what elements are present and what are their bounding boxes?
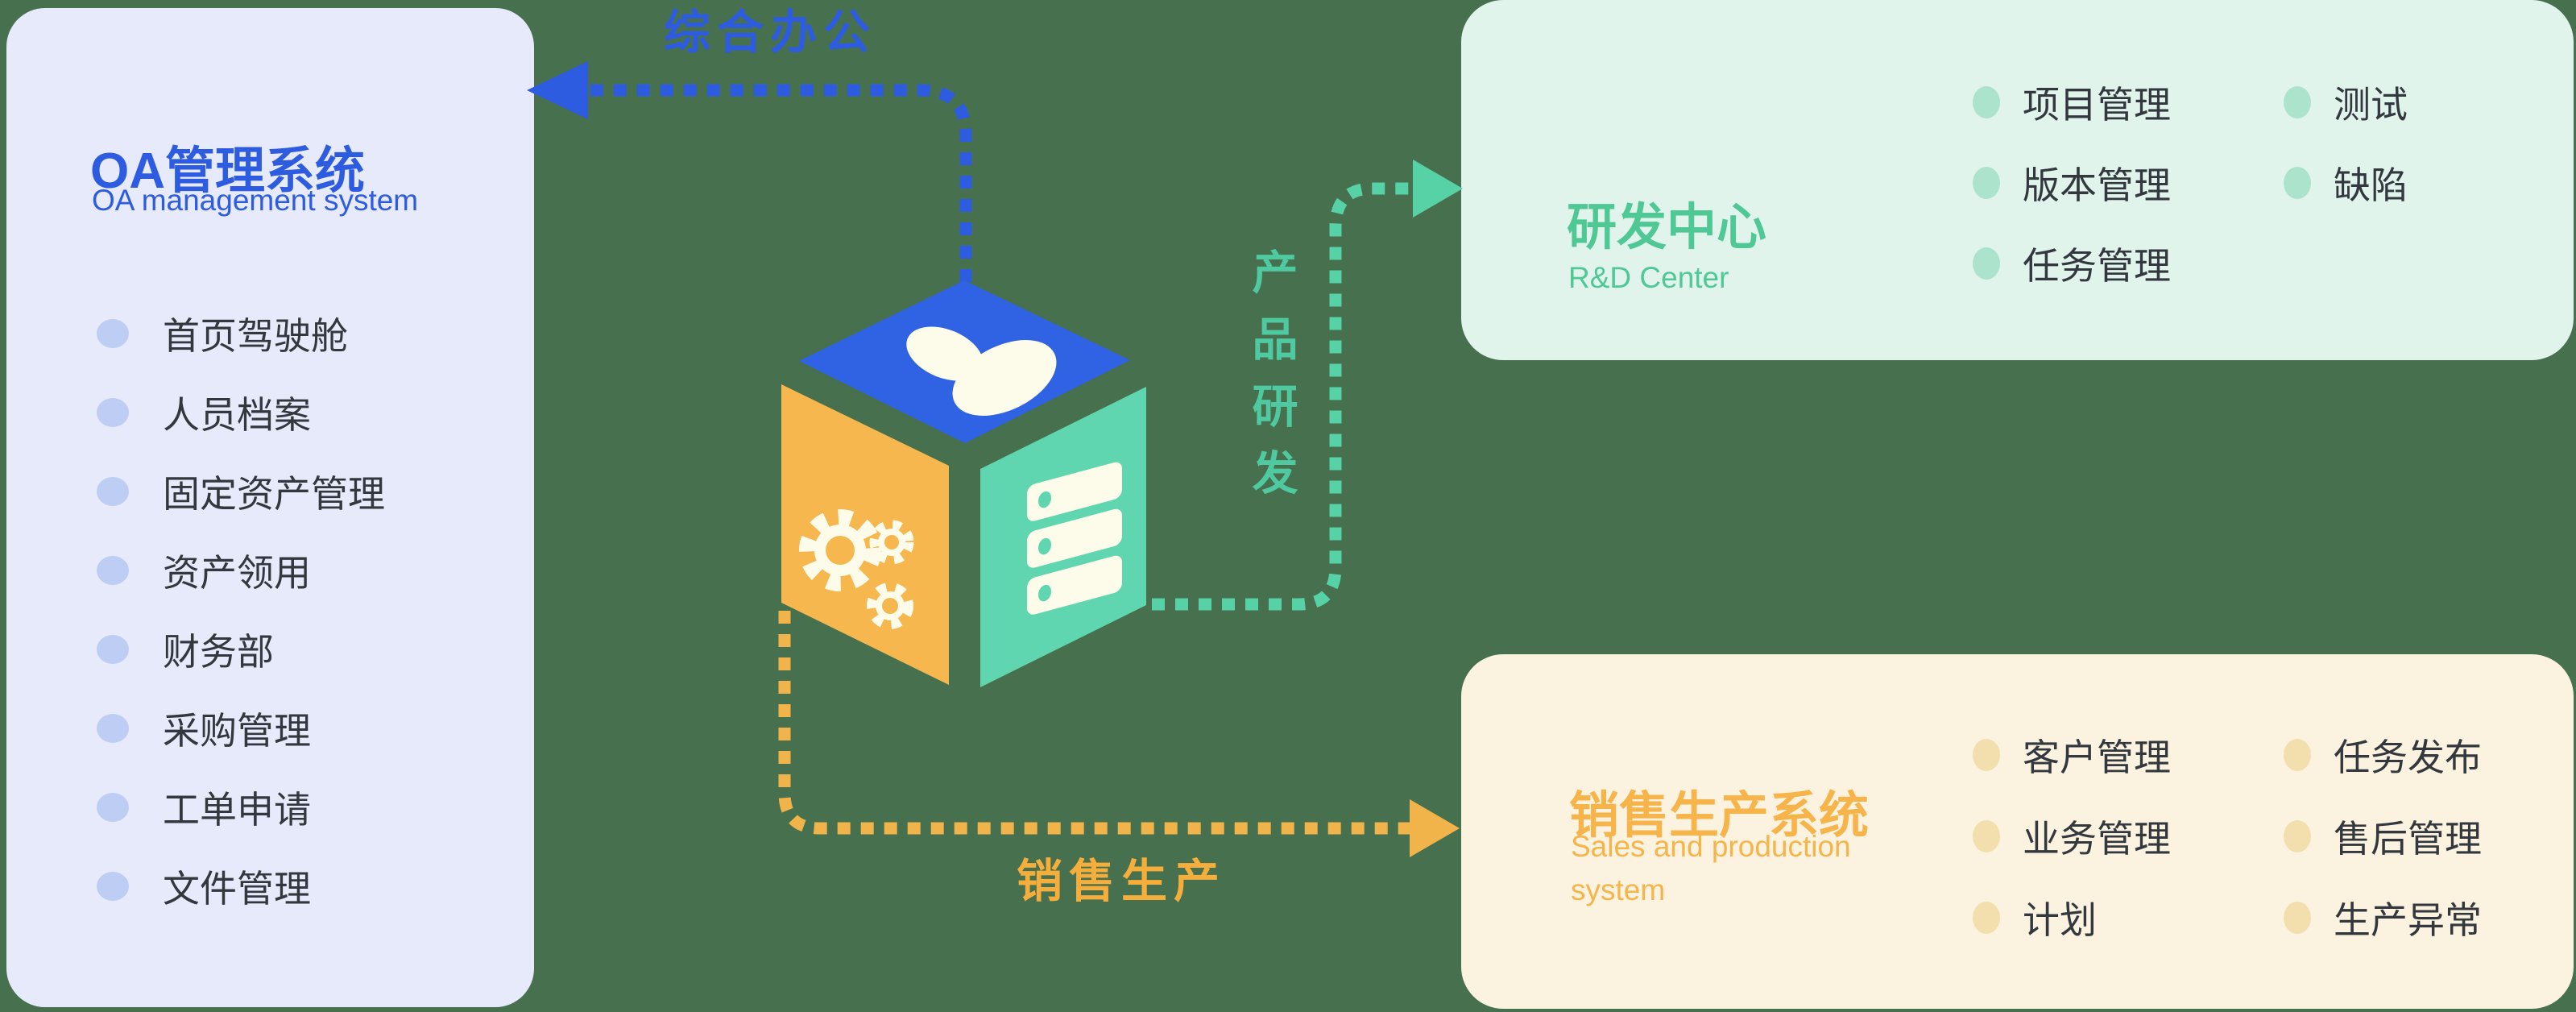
bullet-dot-icon bbox=[97, 477, 129, 506]
list-item-label: 人员档案 bbox=[163, 394, 311, 436]
list-item: 采购管理 bbox=[97, 689, 385, 768]
rd-arrowhead-icon bbox=[1413, 160, 1463, 218]
list-item-label: 计划 bbox=[2023, 898, 2097, 941]
rd-panel-title: 研发中心 bbox=[1567, 199, 1767, 255]
bullet-dot-icon bbox=[2284, 819, 2311, 852]
list-item: 缺陷 bbox=[2284, 143, 2408, 223]
bullet-dot-icon bbox=[97, 556, 129, 585]
list-item: 任务发布 bbox=[2284, 714, 2482, 795]
list-item: 客户管理 bbox=[1973, 714, 2171, 795]
server-icon bbox=[1027, 462, 1122, 615]
bullet-dot-icon bbox=[2284, 738, 2311, 771]
sales-flow-label: 销售生产 bbox=[1017, 856, 1226, 907]
gears-icon bbox=[799, 509, 914, 629]
sales-subtitle-line2: system bbox=[1571, 873, 1666, 906]
office-flow-line bbox=[588, 84, 972, 282]
sales-panel: 销售生产系统 Sales and production system 客户管理 … bbox=[1461, 654, 2574, 1009]
list-item: 任务管理 bbox=[1973, 223, 2171, 304]
list-item-label: 采购管理 bbox=[163, 710, 311, 752]
list-item: 文件管理 bbox=[97, 847, 385, 926]
list-item: 业务管理 bbox=[1973, 795, 2171, 877]
list-item-label: 固定资产管理 bbox=[163, 473, 385, 515]
list-item: 固定资产管理 bbox=[97, 452, 385, 531]
list-item-label: 文件管理 bbox=[163, 868, 311, 910]
list-item-label: 测试 bbox=[2334, 84, 2408, 126]
rd-panel-subtitle: R&D Center bbox=[1568, 261, 1729, 294]
list-item-label: 工单申请 bbox=[163, 789, 311, 831]
bullet-dot-icon bbox=[97, 319, 129, 348]
bullet-dot-icon bbox=[2284, 901, 2311, 934]
bullet-dot-icon bbox=[97, 714, 129, 743]
bullet-dot-icon bbox=[97, 872, 129, 901]
list-item: 项目管理 bbox=[1973, 62, 2171, 143]
oa-panel-title: OA管理系统 bbox=[90, 143, 366, 199]
sales-arrowhead-icon bbox=[1410, 799, 1460, 857]
list-item-label: 业务管理 bbox=[2023, 817, 2171, 860]
bullet-dot-icon bbox=[2284, 167, 2311, 199]
bullet-dot-icon bbox=[2284, 86, 2311, 118]
sales-panel-title: 销售生产系统 bbox=[1569, 787, 1870, 844]
bullet-dot-icon bbox=[1973, 167, 2000, 199]
office-flow-label: 综合办公 bbox=[664, 6, 877, 59]
list-item: 售后管理 bbox=[2284, 795, 2482, 877]
list-item-label: 售后管理 bbox=[2334, 817, 2482, 860]
list-item: 计划 bbox=[1973, 877, 2171, 958]
rd-flow-label: 产品研发 bbox=[1245, 248, 1297, 516]
system-cube bbox=[781, 280, 1146, 687]
list-item-label: 任务发布 bbox=[2334, 736, 2482, 778]
list-item: 人员档案 bbox=[97, 373, 385, 452]
list-item: 生产异常 bbox=[2284, 877, 2482, 958]
oa-panel-subtitle: OA management system bbox=[92, 184, 419, 217]
bullet-dot-icon bbox=[1973, 901, 2000, 934]
list-item-label: 缺陷 bbox=[2334, 164, 2408, 206]
bullet-dot-icon bbox=[97, 635, 129, 664]
rd-item-list-col2: 测试 缺陷 bbox=[2284, 62, 2408, 223]
bullet-dot-icon bbox=[1973, 247, 2000, 280]
sales-item-list-col2: 任务发布 售后管理 生产异常 bbox=[2284, 714, 2482, 958]
office-arrowhead-icon bbox=[527, 61, 588, 119]
sales-subtitle-line1: Sales and production bbox=[1571, 830, 1851, 863]
list-item-label: 财务部 bbox=[163, 631, 274, 673]
list-item: 版本管理 bbox=[1973, 143, 2171, 223]
oa-item-list: 首页驾驶舱 人员档案 固定资产管理 资产领用 bbox=[97, 294, 385, 926]
rd-panel: 研发中心 R&D Center 项目管理 版本管理 任务管理 bbox=[1461, 0, 2574, 360]
list-item: 测试 bbox=[2284, 62, 2408, 143]
list-item-label: 版本管理 bbox=[2023, 164, 2171, 206]
list-item: 首页驾驶舱 bbox=[97, 294, 385, 373]
bullet-dot-icon bbox=[97, 398, 129, 427]
bullet-dot-icon bbox=[1973, 819, 2000, 852]
bullet-dot-icon bbox=[97, 793, 129, 822]
sales-item-list-col1: 客户管理 业务管理 计划 bbox=[1973, 714, 2171, 958]
list-item: 工单申请 bbox=[97, 768, 385, 847]
bullet-dot-icon bbox=[1973, 86, 2000, 118]
person-icon bbox=[906, 326, 1057, 416]
list-item: 财务部 bbox=[97, 610, 385, 689]
bullet-dot-icon bbox=[1973, 738, 2000, 771]
list-item-label: 首页驾驶舱 bbox=[163, 315, 348, 357]
list-item-label: 生产异常 bbox=[2334, 898, 2482, 941]
oa-panel: OA管理系统 OA management system 首页驾驶舱 人员档案 固… bbox=[6, 8, 534, 1007]
list-item-label: 任务管理 bbox=[2023, 245, 2171, 287]
list-item: 资产领用 bbox=[97, 531, 385, 610]
list-item-label: 客户管理 bbox=[2023, 736, 2171, 778]
rd-item-list-col1: 项目管理 版本管理 任务管理 bbox=[1973, 62, 2171, 304]
list-item-label: 资产领用 bbox=[163, 552, 311, 594]
sales-panel-subtitle: Sales and production system bbox=[1571, 825, 1851, 911]
list-item-label: 项目管理 bbox=[2023, 84, 2171, 126]
